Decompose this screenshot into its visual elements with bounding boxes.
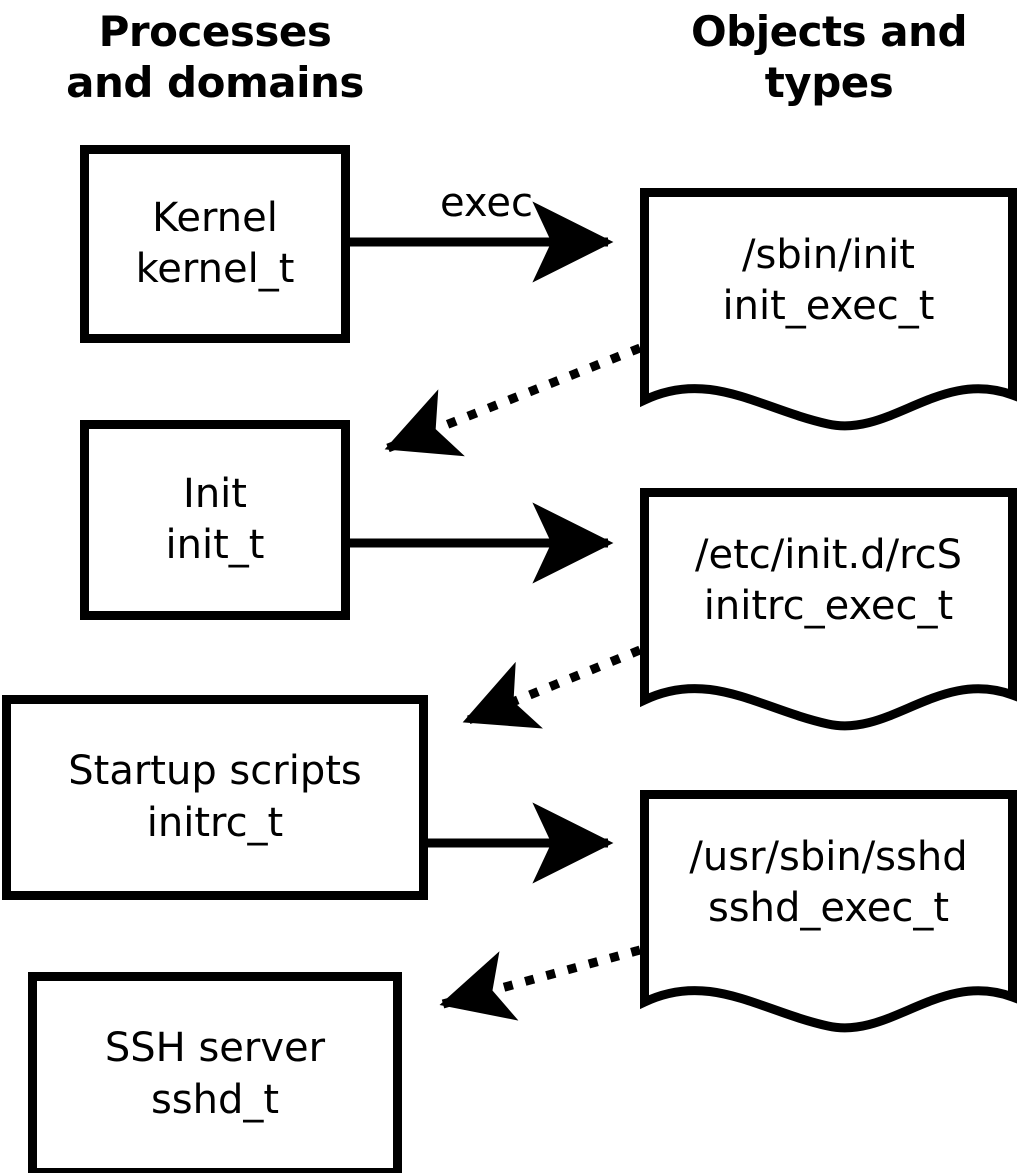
process-type-sshd: sshd_t bbox=[150, 1076, 280, 1123]
column-header-objects: Objects and types bbox=[690, 7, 968, 108]
edge-init-exec-to-init bbox=[384, 343, 642, 457]
process-type-kernel: kernel_t bbox=[135, 246, 295, 292]
process-box-kernel[interactable]: Kernel kernel_t bbox=[80, 145, 350, 343]
edge-sshd-exec-to-sshd bbox=[439, 945, 642, 1021]
process-type-initrc: initrc_t bbox=[146, 799, 284, 846]
process-box-sshd[interactable]: SSH server sshd_t bbox=[28, 972, 402, 1173]
document-shape-outline bbox=[640, 188, 1017, 431]
object-doc-init-exec[interactable]: /sbin/init init_exec_t bbox=[640, 188, 1017, 431]
object-doc-initrc-exec[interactable]: /etc/init.d/rcS initrc_exec_t bbox=[640, 488, 1017, 731]
process-box-init[interactable]: Init init_t bbox=[80, 420, 350, 620]
process-name-initrc: Startup scripts bbox=[68, 748, 362, 795]
process-name-init: Init bbox=[183, 470, 247, 517]
process-name-kernel: Kernel bbox=[152, 194, 278, 241]
edge-label-exec: exec bbox=[440, 180, 533, 226]
object-doc-sshd-exec[interactable]: /usr/sbin/sshd sshd_exec_t bbox=[640, 790, 1017, 1033]
process-name-sshd: SSH server bbox=[104, 1025, 326, 1072]
process-box-initrc[interactable]: Startup scripts initrc_t bbox=[2, 695, 428, 900]
column-header-processes: Processes and domains bbox=[66, 7, 364, 108]
document-shape-outline bbox=[640, 488, 1017, 731]
edge-initrc-exec-to-initrc bbox=[462, 645, 642, 729]
process-type-init: init_t bbox=[165, 522, 265, 568]
document-shape-outline bbox=[640, 790, 1017, 1033]
